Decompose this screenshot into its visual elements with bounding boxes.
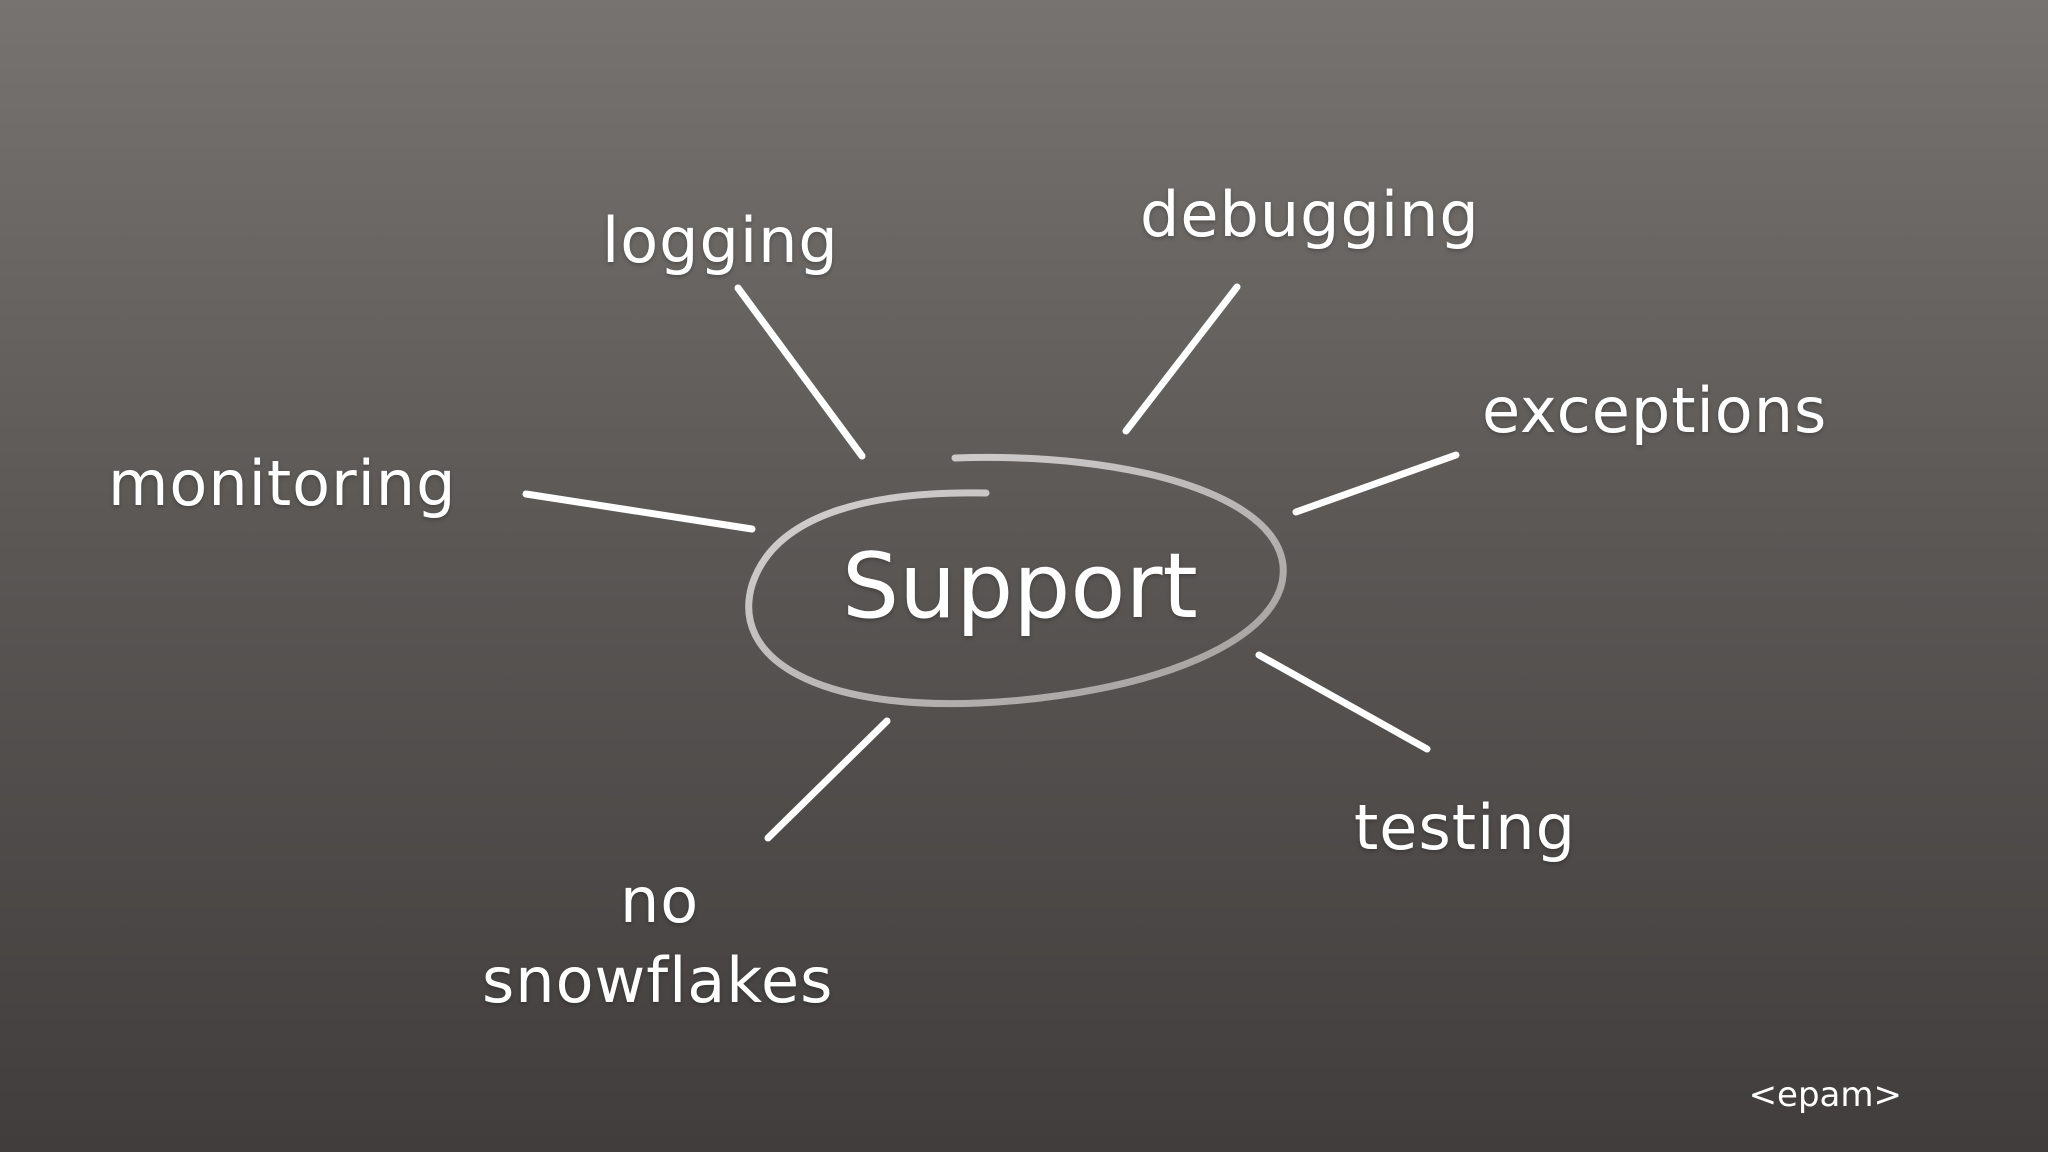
node-exceptions: exceptions	[1482, 374, 1828, 447]
node-no-snowflakes-line1: no	[620, 864, 700, 937]
connector-logging	[734, 284, 866, 460]
connector-no-snowflakes	[764, 717, 891, 842]
node-monitoring: monitoring	[108, 447, 457, 520]
node-debugging: debugging	[1140, 178, 1480, 251]
center-node-support: Support	[842, 534, 1198, 639]
connector-monitoring	[522, 490, 756, 533]
node-testing: testing	[1354, 791, 1576, 864]
node-logging: logging	[602, 204, 839, 277]
epam-logo: <epam>	[1748, 1075, 1902, 1115]
connector-testing	[1255, 651, 1431, 753]
connector-debugging	[1122, 283, 1241, 435]
support-ellipse	[745, 453, 1287, 708]
node-no-snowflakes-line2: snowflakes	[482, 944, 834, 1017]
connector-exceptions	[1292, 451, 1460, 516]
